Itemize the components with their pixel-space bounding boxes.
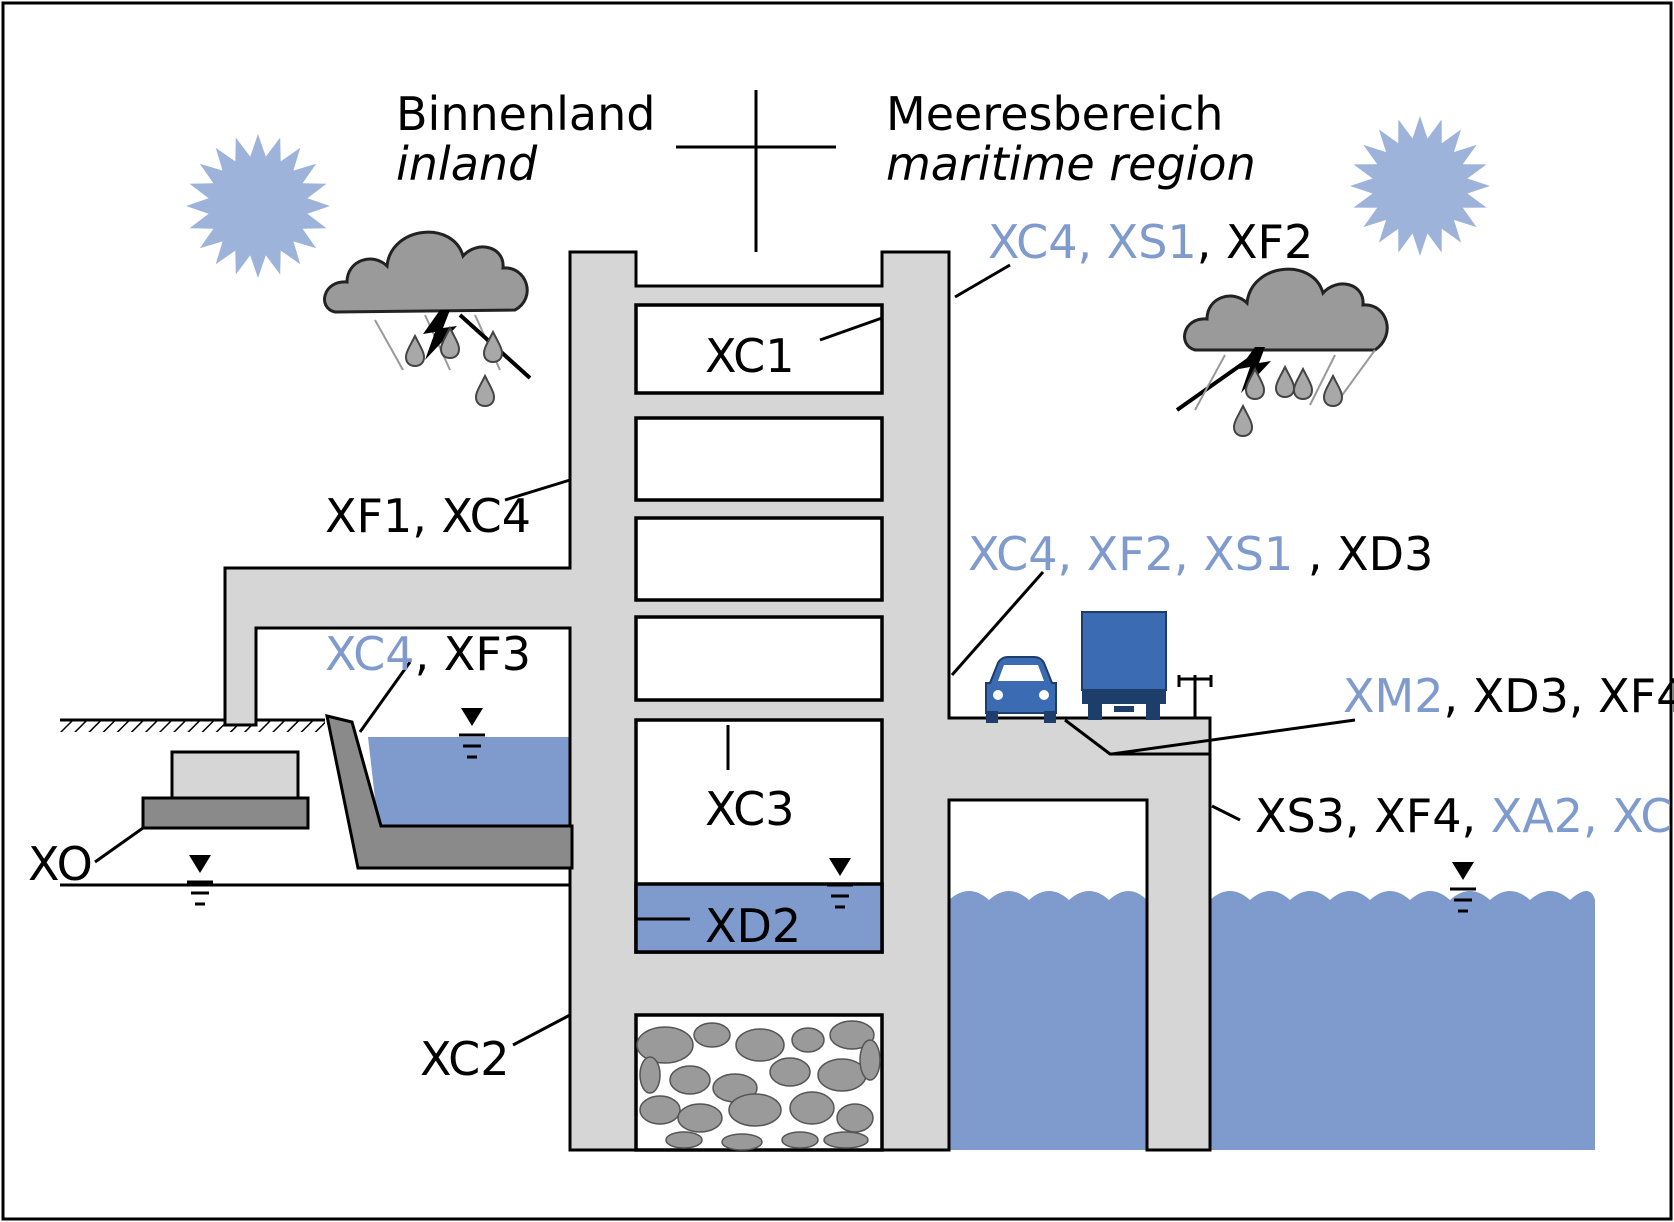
label-deck: XC4, XF2, XS1 , XD3 [968, 527, 1433, 581]
sun-icon-left [186, 134, 330, 278]
storm-cloud-icon-left [323, 230, 532, 407]
gravel-stone [677, 1103, 723, 1133]
car-icon [985, 656, 1057, 723]
label-foundation: XO [28, 837, 93, 891]
maritime-en-label: maritime region [886, 137, 1256, 191]
footing-upper [170, 750, 300, 800]
gravel-stone [769, 1057, 811, 1087]
gravel-stone [859, 1039, 881, 1081]
leader-room-top [819, 316, 883, 342]
leader-roof [954, 263, 1011, 299]
leader-foundation [94, 826, 144, 864]
region-divider [676, 90, 836, 252]
label-wall-left: XF1, XC4 [325, 489, 531, 543]
gravel-stones [636, 1020, 881, 1151]
water-level-icon [185, 853, 215, 906]
label-room-mid: XC3 [705, 782, 795, 836]
label-base: XC2 [420, 1032, 510, 1086]
gravel-stone [728, 1093, 782, 1127]
inland-de-label: Binnenland [396, 87, 655, 141]
room-3 [634, 516, 884, 602]
sun-icon-right [1350, 116, 1490, 256]
label-room-water: XD2 [705, 899, 801, 953]
gravel-stone [817, 1058, 867, 1092]
gravel-stone [639, 1095, 681, 1125]
maritime-de-label: Meeresbereich [886, 87, 1223, 141]
leader-deck [950, 571, 1045, 676]
road-sign-icon [1177, 675, 1213, 717]
gravel-stone [735, 1028, 785, 1062]
foundation-slab [141, 796, 310, 830]
label-pier: XS3, XF4, XA2, XC4 [1255, 789, 1674, 843]
leader-base [512, 1013, 571, 1047]
leader-wall-left [504, 478, 571, 502]
label-pool: XC4, XF3 [325, 627, 531, 681]
gravel-stone [665, 1131, 703, 1149]
gravel-stone [693, 1022, 731, 1048]
gravel-stone [829, 1020, 875, 1050]
label-road: XM2, XD3, XF4 [1343, 669, 1674, 723]
room-4 [634, 615, 884, 702]
room-top [634, 303, 884, 395]
room-2 [634, 416, 884, 502]
pool-water [368, 737, 572, 825]
leader-pier [1211, 804, 1241, 822]
truck-icon [1081, 611, 1167, 720]
gravel-stone [791, 1027, 825, 1053]
gravel-stone [781, 1131, 819, 1149]
sea-water [949, 891, 1595, 1150]
gravel-stone [721, 1133, 763, 1151]
gravel-stone [636, 1026, 694, 1064]
gravel-stone [836, 1103, 874, 1133]
storm-cloud-icon-right [1175, 267, 1389, 437]
ground-surface [60, 718, 325, 732]
gravel-stone [789, 1091, 835, 1125]
gravel-stone [669, 1065, 711, 1095]
leader-road [1111, 718, 1356, 756]
gravel-stone [639, 1056, 661, 1094]
inland-en-label: inland [396, 137, 538, 191]
pool-basin [325, 713, 574, 870]
label-room-top: XC1 [705, 329, 795, 383]
leader-pool [358, 661, 412, 733]
gravel-stone [823, 1131, 869, 1149]
deck-slope-line [1064, 718, 1210, 756]
label-roof: XC4, XS1, XF2 [988, 215, 1313, 269]
